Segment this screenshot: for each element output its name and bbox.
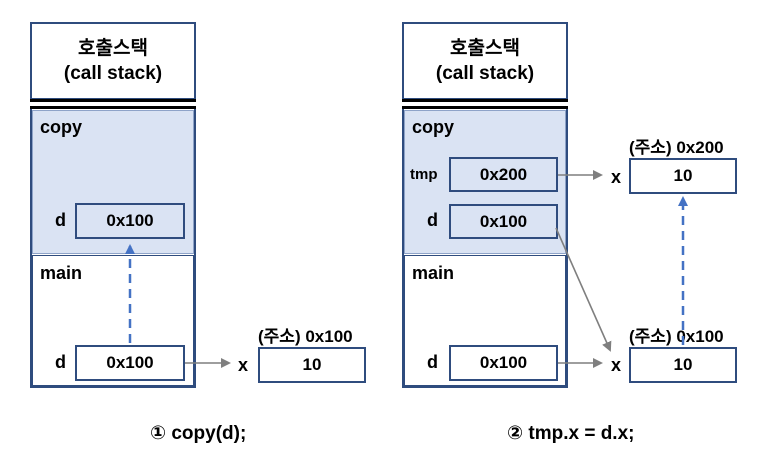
header-subtitle: (call stack) (435, 63, 535, 84)
caption-step-2: ② tmp.x = d.x; (507, 423, 635, 444)
heap-bottom-object-box: 10 (629, 347, 737, 383)
copy-frame-label: copy (412, 117, 455, 137)
copy-d-label: d (55, 210, 66, 230)
main-d-box: 0x100 (449, 345, 558, 381)
main-frame-label: main (412, 263, 455, 283)
heap-field-label: x (238, 355, 249, 375)
copy-d-label: d (427, 210, 438, 230)
header-title: 호출스택 (78, 38, 148, 59)
heap-top-object-box: 10 (629, 158, 737, 194)
heap-bottom-address-label: (주소) 0x100 (629, 327, 724, 346)
copy-frame-label: copy (40, 117, 83, 137)
copy-d-box: 0x100 (75, 203, 185, 239)
stack-separator (30, 99, 196, 109)
main-d-box: 0x100 (75, 345, 185, 381)
heap-bottom-field-label: x (611, 355, 622, 375)
main-d-label: d (55, 352, 66, 372)
main-d-label: d (427, 352, 438, 372)
main-frame-label: main (40, 263, 83, 283)
copy-d-reference-arrow (555, 227, 612, 352)
heap-top-field-label: x (611, 167, 622, 187)
heap-object-box: 10 (258, 347, 366, 383)
header-subtitle: (call stack) (63, 63, 163, 84)
heap-top-address-label: (주소) 0x200 (629, 138, 724, 157)
caption-step-1: ① copy(d); (150, 423, 247, 444)
stack-separator (402, 99, 568, 109)
tmp-box: 0x200 (449, 157, 558, 192)
heap-address-label: (주소) 0x100 (258, 327, 353, 346)
copy-d-box: 0x100 (449, 204, 558, 239)
tmp-label: tmp (410, 166, 438, 183)
header-title: 호출스택 (450, 38, 520, 59)
